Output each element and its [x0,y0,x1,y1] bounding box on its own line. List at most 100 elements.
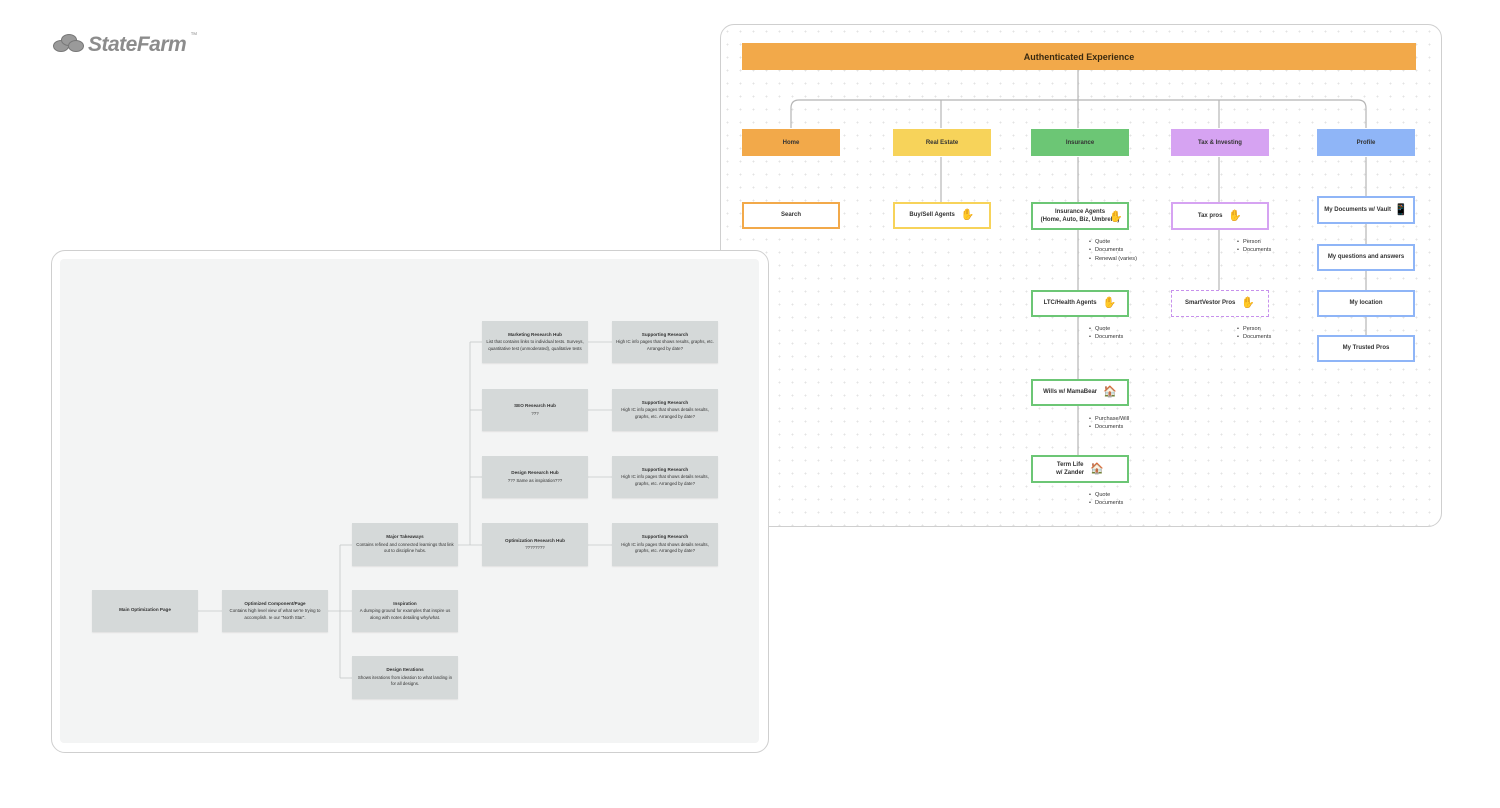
node-label: Wills w/ MamaBear [1043,389,1098,396]
node-my-trusted-pros[interactable]: My Trusted Pros [1317,335,1415,362]
node-term-life-zander[interactable]: Term Life w/ Zander 🏠 [1031,455,1129,483]
box-title: SEO Research Hub [514,403,556,408]
three-ovals-icon [52,34,84,56]
node-my-documents-vault[interactable]: My Documents w/ Vault📱 [1317,196,1415,224]
node-label: My questions and answers [1327,254,1405,261]
box-title: Supporting Research [641,331,689,337]
box-desc: ??? Same as inspiration??? [507,477,563,483]
hand-pointer-icon: ✋ [1109,211,1123,223]
bullet-item: Purchase/Will [1089,415,1129,423]
node-label: Search [780,212,801,219]
hand-pointer-icon: ✋ [960,209,975,222]
node-sublabel: (Home, Auto, Biz, Umbrella) [1040,217,1120,223]
box-title: Supporting Research [641,466,689,472]
supporting-research-design[interactable]: Supporting Research High IC info pages t… [612,456,718,498]
box-title: Optimized Component/Page [244,600,306,606]
box-title: Marketing Research Hub [508,331,562,337]
banner-title: Authenticated Experience [1023,51,1135,62]
house-icon: 🏠 [1103,386,1117,399]
box-desc: High IC info pages that shows details re… [621,474,709,486]
box-title: Inspiration [393,600,417,606]
authenticated-experience-board [720,24,1442,527]
bullet-item: Documents [1089,499,1123,507]
hand-pointer-icon: ✋ [1241,297,1256,310]
box-desc: High IC info pages that shows details re… [621,407,709,419]
node-tax-pros[interactable]: Tax pros✋ [1171,202,1269,230]
box-desc: Contains high level view of what we're t… [229,608,321,620]
box-desc: Shows iterations from ideation to what l… [357,674,453,687]
box-desc: A dumping ground for examples that inspi… [359,608,451,620]
bullet-item: Renewal (varies) [1089,255,1137,263]
category-insurance[interactable]: Insurance [1031,129,1129,156]
statefarm-logo: StateFarm ™ [52,28,202,62]
box-desc: ???????? [525,545,545,550]
node-my-questions-answers[interactable]: My questions and answers [1317,244,1415,271]
category-real-estate[interactable]: Real Estate [893,129,991,156]
node-wills-mamabear[interactable]: Wills w/ MamaBear 🏠 [1031,379,1129,406]
node-smartvestor-pros[interactable]: SmartVestor Pros ✋ [1171,290,1269,317]
bullet-item: Documents [1089,333,1123,341]
bullet-item: Documents [1089,423,1129,431]
smartvestor-bullets: Person Documents [1237,325,1271,342]
hand-pointer-icon: ✋ [1102,297,1117,310]
box-title: Supporting Research [641,399,689,405]
node-label: My Trusted Pros [1342,345,1390,352]
node-my-location[interactable]: My location [1317,290,1415,317]
box-title: Design Iterations [386,667,424,673]
node-label: Insurance Agents [1054,208,1106,215]
box-title: Major Takeaways [386,534,424,540]
authenticated-experience-banner: Authenticated Experience [742,43,1416,70]
main-optimization-page[interactable]: Main Optimization Page [92,590,198,632]
design-iterations[interactable]: Design Iterations Shows iterations from … [352,656,458,699]
category-tax-investing[interactable]: Tax & Investing [1171,129,1269,156]
box-title: Design Research Hub [511,470,559,475]
category-label: Profile [1356,139,1376,146]
node-search[interactable]: Search [742,202,840,229]
hand-pointer-icon: ✋ [1228,209,1243,222]
node-label: SmartVestor Pros [1184,300,1236,307]
insurance-agents-bullets: Quote Documents Renewal (varies) [1089,238,1137,263]
box-desc: List that contains links to individual t… [486,339,584,351]
box-desc: ??? [531,410,539,416]
category-profile[interactable]: Profile [1317,129,1415,156]
bullet-item: Person [1237,238,1271,246]
box-title: Optimization Research Hub [505,537,565,543]
bullet-item: Quote [1089,325,1123,333]
inspiration[interactable]: Inspiration A dumping ground for example… [352,590,458,632]
major-takeaways[interactable]: Major Takeaways Contains refined and con… [352,523,458,566]
category-label: Tax & Investing [1198,139,1242,146]
optimization-research-hub[interactable]: Optimization Research Hub ???????? [482,523,588,566]
house-icon: 🏠 [1090,462,1104,475]
node-label: Buy/Sell Agents [909,212,955,219]
design-research-hub[interactable]: Design Research Hub ??? Same as inspirat… [482,456,588,498]
box-title: Main Optimization Page [119,607,171,613]
optimized-component-page[interactable]: Optimized Component/Page Contains high l… [222,590,328,632]
logo-wordmark: StateFarm [88,33,187,56]
node-sublabel: w/ Zander [1056,470,1085,476]
node-insurance-agents[interactable]: Insurance Agents (Home, Auto, Biz, Umbre… [1031,202,1129,230]
box-desc: Contains refined and connected learnings… [356,541,454,554]
supporting-research-seo[interactable]: Supporting Research High IC info pages t… [612,389,718,431]
box-title: Supporting Research [641,534,689,540]
category-label: Home [782,139,800,146]
marketing-research-hub[interactable]: Marketing Research Hub List that contain… [482,321,588,363]
node-buy-sell-agents[interactable]: Buy/Sell Agents ✋ [893,202,991,229]
supporting-research-marketing[interactable]: Supporting Research High IC info pages t… [612,321,718,363]
category-home[interactable]: Home [742,129,840,156]
node-label: LTC/Health Agents [1043,300,1097,307]
bullet-item: Documents [1237,333,1271,341]
node-ltc-health-agents[interactable]: LTC/Health Agents ✋ [1031,290,1129,317]
seo-research-hub[interactable]: SEO Research Hub ??? [482,389,588,431]
logo-trademark: ™ [190,32,198,39]
supporting-research-optimization[interactable]: Supporting Research High IC info pages t… [612,523,718,566]
node-label: Term Life [1056,461,1084,468]
ltc-bullets: Quote Documents [1089,325,1123,342]
bullet-item: Quote [1089,238,1137,246]
box-desc: High IC info pages that shows details re… [621,541,709,554]
category-label: Real Estate [925,139,959,146]
phone-icon: 📱 [1393,203,1408,216]
node-label: My location [1349,300,1383,307]
bullet-item: Documents [1089,246,1137,254]
bullet-item: Person [1237,325,1271,333]
